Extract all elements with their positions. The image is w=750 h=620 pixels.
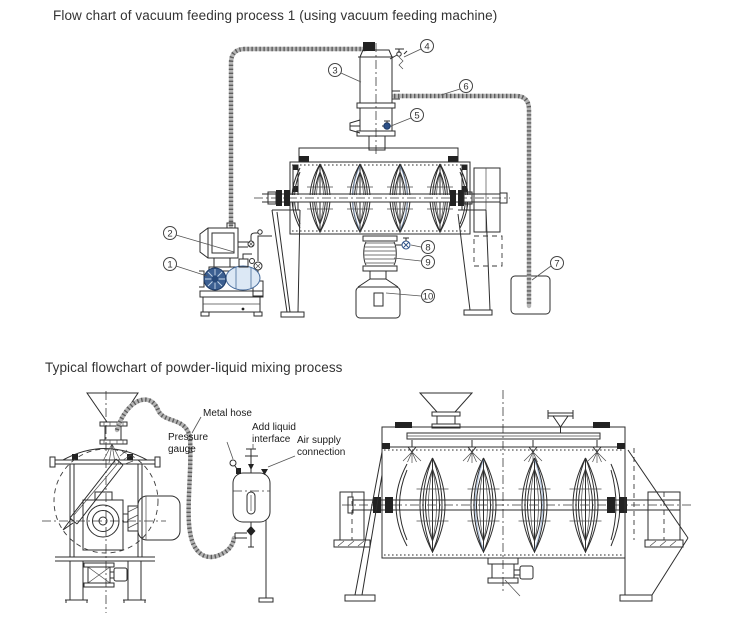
powder-liquid-diagram: Metal hose Pressure gauge Add liquid int… [42, 390, 692, 613]
svg-text:9: 9 [425, 257, 430, 268]
add-liquid-pipe [245, 448, 258, 473]
callout-1: 1 [163, 257, 208, 277]
discharge-assembly [355, 235, 411, 319]
callout-10: 10 [385, 289, 435, 303]
vacuum-hopper [349, 42, 408, 154]
pressure-gauge-label-1: Pressure [168, 432, 208, 443]
callouts: 1 2 3 4 [163, 39, 564, 303]
mixer-legs [271, 209, 493, 318]
callout-9: 9 [393, 255, 435, 269]
svg-text:3: 3 [332, 65, 337, 76]
svg-text:4: 4 [424, 41, 429, 52]
vent-stack [547, 410, 574, 433]
ribbon-mixer-top [252, 147, 510, 319]
spray-nozzles [402, 440, 607, 463]
mixer-motor [123, 495, 181, 541]
pressure-gauge-icon [229, 459, 240, 473]
svg-text:7: 7 [554, 258, 559, 269]
vertical-mixer [42, 391, 181, 613]
diagram2-title: Typical flowchart of powder-liquid mixin… [45, 360, 343, 375]
svg-text:10: 10 [423, 291, 434, 302]
callout-6: 6 [440, 79, 473, 96]
suction-hose [391, 93, 532, 309]
svg-text:6: 6 [463, 81, 468, 92]
hopper-valve-icon [349, 119, 392, 134]
mixer-discharge [487, 557, 534, 597]
horizontal-ribbon-mixer [333, 390, 692, 602]
callout-7: 7 [531, 256, 564, 281]
spray-lance [62, 449, 134, 531]
diagram1-title: Flow chart of vacuum feeding process 1 (… [53, 8, 498, 23]
filter-valve-icon [389, 48, 408, 70]
diagram2-labels: Metal hose Pressure gauge Add liquid int… [168, 408, 345, 468]
feed-funnel [418, 392, 474, 429]
metal-hose-label: Metal hose [203, 408, 252, 419]
callout-5: 5 [390, 108, 424, 127]
left-bearing [333, 451, 383, 602]
add-liquid-label-1: Add liquid [252, 422, 296, 433]
tank-outlet-valve [234, 522, 256, 548]
drain-valve-icon [252, 235, 272, 297]
callout-4: 4 [403, 39, 434, 58]
svg-text:1: 1 [167, 259, 172, 270]
liquid-tank [229, 448, 274, 603]
callout-8: 8 [410, 240, 435, 254]
air-supply-label-2: connection [297, 447, 345, 458]
svg-text:5: 5 [414, 110, 419, 121]
bottom-discharge [83, 562, 128, 588]
svg-text:2: 2 [167, 228, 172, 239]
air-supply-label-1: Air supply [297, 435, 341, 446]
metal-hose [114, 397, 237, 560]
pressure-gauge-label-2: gauge [168, 444, 196, 455]
right-bearing [619, 447, 689, 602]
feed-hose [228, 46, 369, 229]
add-liquid-label-2: interface [252, 434, 291, 445]
vacuum-pump-unit [199, 253, 264, 317]
callout-2: 2 [163, 226, 235, 253]
svg-text:8: 8 [425, 242, 430, 253]
callout-3: 3 [328, 63, 362, 83]
feed-station-box [199, 222, 263, 272]
vacuum-feeding-diagram: 1 2 3 4 [163, 39, 564, 319]
